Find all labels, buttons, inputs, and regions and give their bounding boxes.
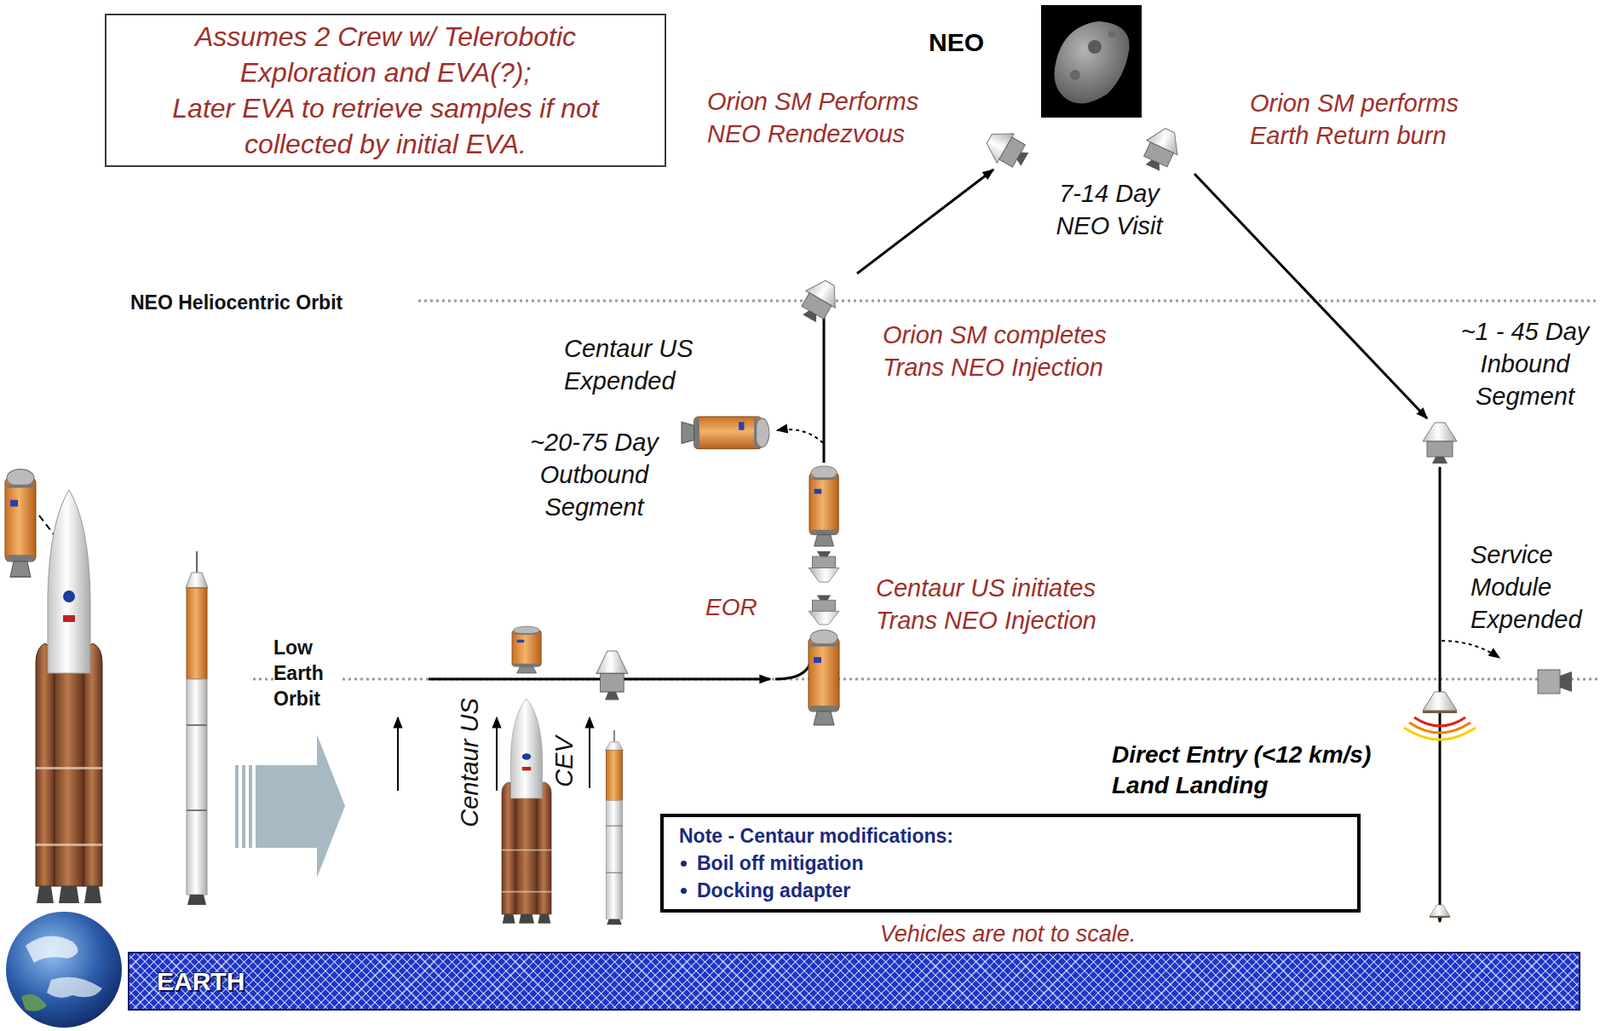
event-label: Orion SM Performs NEO Rendezvous xyxy=(707,85,963,150)
note-box: Note - Centaur modifications:Boil off mi… xyxy=(660,813,1361,913)
earth-band: EARTH xyxy=(127,951,1581,1011)
scale-note: Vehicles are not to scale. xyxy=(794,920,1221,948)
note-text: Later EVA to retrieve samples if not col… xyxy=(128,90,643,162)
bullet-row: Boil off mitigation xyxy=(679,849,1342,877)
note-heading: Note - Centaur modifications: xyxy=(679,822,1342,850)
bullet-dot xyxy=(680,860,687,867)
event-label: Orion SM completes Trans NEO Injection xyxy=(882,318,1139,384)
note-text: Assumes 2 Crew w/ Telerobotic Exploratio… xyxy=(128,18,643,91)
node-heading: NEO xyxy=(928,27,985,58)
entry-label: Direct Entry (<12 km/s) Land Landing xyxy=(1111,739,1429,801)
stage-label: Service Module Expended xyxy=(1470,538,1595,636)
duration-label: ~1 - 45 Day Inbound Segment xyxy=(1455,315,1595,413)
vehicle-label: Centaur US xyxy=(454,690,485,835)
bullet-text: Boil off mitigation xyxy=(696,851,864,875)
neo-asteroid: NEO xyxy=(926,5,1142,118)
event-label: Centaur US initiates Trans NEO Injection xyxy=(875,571,1132,637)
event-label: EOR xyxy=(705,591,757,624)
assumption-box: Assumes 2 Crew w/ Telerobotic Exploratio… xyxy=(104,13,667,167)
bullet-text: Docking adapter xyxy=(696,879,851,902)
event-label: Orion SM performs Earth Return burn xyxy=(1249,86,1506,152)
orbit-label: NEO Heliocentric Orbit xyxy=(130,289,343,316)
duration-label: 7-14 Day NEO Visit xyxy=(1041,177,1178,242)
vehicle-label: CEV xyxy=(548,727,580,796)
orbit-label: Low Earth Orbit xyxy=(273,634,342,712)
bullet-row: Docking adapter xyxy=(679,876,1342,904)
duration-label: ~20-75 Day Outbound Segment xyxy=(515,425,674,524)
bullet-dot xyxy=(680,887,687,894)
band-text: EARTH xyxy=(156,953,245,1009)
stage-label: Centaur US Expended xyxy=(564,332,722,398)
